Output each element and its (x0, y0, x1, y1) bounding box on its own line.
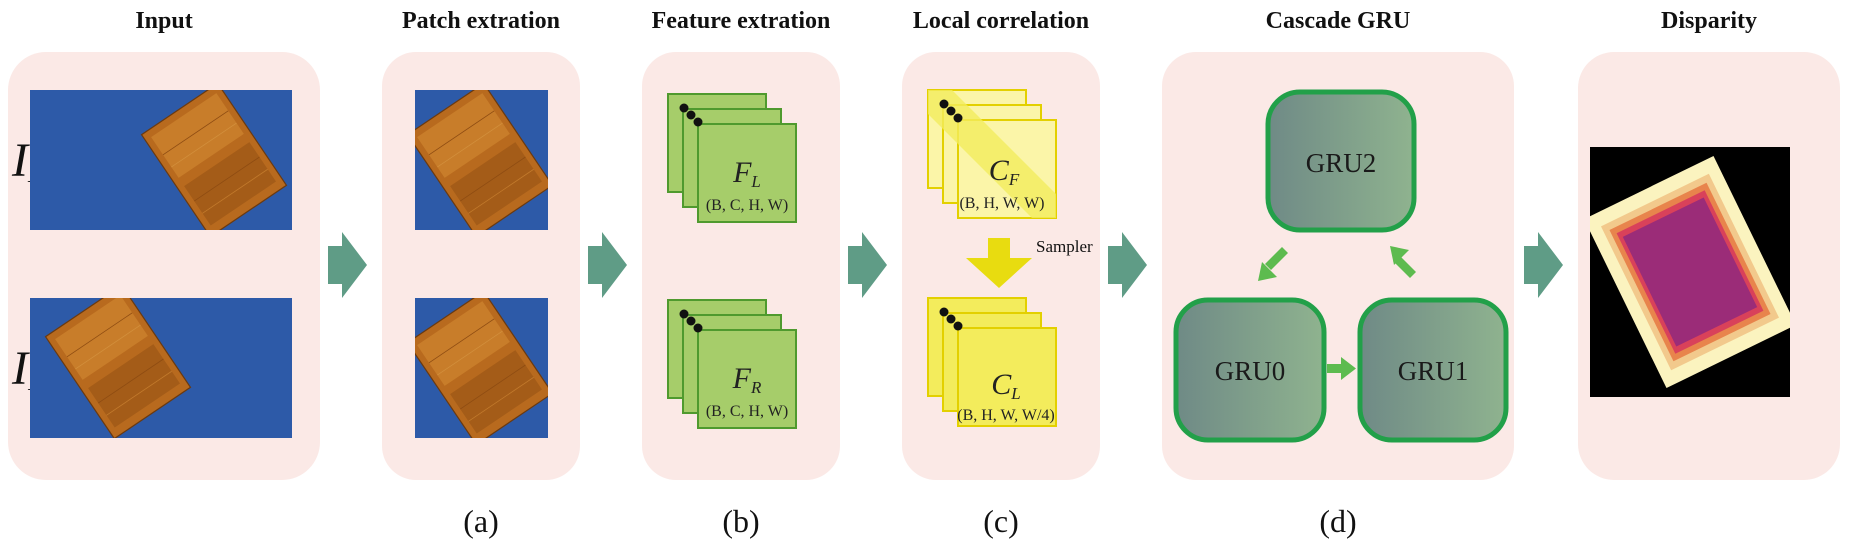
gru1-unit: GRU1 (1357, 297, 1509, 443)
stage-title-correlation: Local correlation (913, 8, 1089, 34)
sampler-label: Sampler (1036, 237, 1093, 256)
full-correlation-dims: (B, H, W, W) (959, 195, 1044, 212)
flow-arrow-icon (1108, 232, 1147, 298)
input-right-image (30, 298, 292, 438)
disparity-map (1590, 147, 1790, 397)
stage-title-gru: Cascade GRU (1266, 8, 1411, 34)
feature-left-dims: (B, C, H, W) (706, 197, 788, 214)
input-left-image (30, 90, 292, 230)
svg-text:CL: CL (991, 368, 1020, 403)
sampler-arrow-icon (966, 238, 1032, 288)
sub-label-d: (d) (1319, 503, 1356, 539)
svg-text:FL: FL (732, 156, 761, 191)
feature-right-dims: (B, C, H, W) (706, 403, 788, 420)
gru2-unit: GRU2 (1265, 89, 1417, 233)
flow-arrow-icon (588, 232, 627, 298)
sub-label-a: (a) (463, 503, 499, 539)
stage-title-feature: Feature extration (652, 8, 831, 34)
stage-title-disparity: Disparity (1661, 8, 1757, 34)
gru2-to-gru0-arrow-icon (1258, 247, 1288, 281)
flow-arrow-icon (848, 232, 887, 298)
local-correlation-volume: CL (B, H, W, W/4) (927, 297, 1057, 427)
full-correlation-volume: CF (B, H, W, W) (927, 89, 1057, 219)
svg-text:GRU1: GRU1 (1398, 356, 1469, 386)
feature-map-right: FR (B, C, H, W) (667, 299, 797, 429)
flow-arrow-icon (328, 232, 367, 298)
svg-text:FR: FR (732, 362, 762, 397)
gru1-to-gru2-arrow-icon (1390, 246, 1416, 278)
gru0-to-gru1-arrow-icon (1327, 357, 1356, 380)
feature-map-left: FL (B, C, H, W) (667, 93, 797, 223)
stage-title-input: Input (135, 8, 192, 34)
sub-label-b: (b) (722, 503, 759, 539)
flow-arrow-icon (1524, 232, 1563, 298)
local-correlation-dims: (B, H, W, W/4) (957, 407, 1054, 424)
patch-right-image (415, 298, 548, 438)
svg-text:CF: CF (989, 154, 1020, 189)
stage-title-patch: Patch extration (402, 8, 560, 34)
svg-text:GRU2: GRU2 (1306, 148, 1377, 178)
patch-left-image (415, 90, 548, 230)
svg-text:GRU0: GRU0 (1215, 356, 1286, 386)
sub-label-c: (c) (983, 503, 1019, 539)
gru0-unit: GRU0 (1173, 297, 1327, 443)
